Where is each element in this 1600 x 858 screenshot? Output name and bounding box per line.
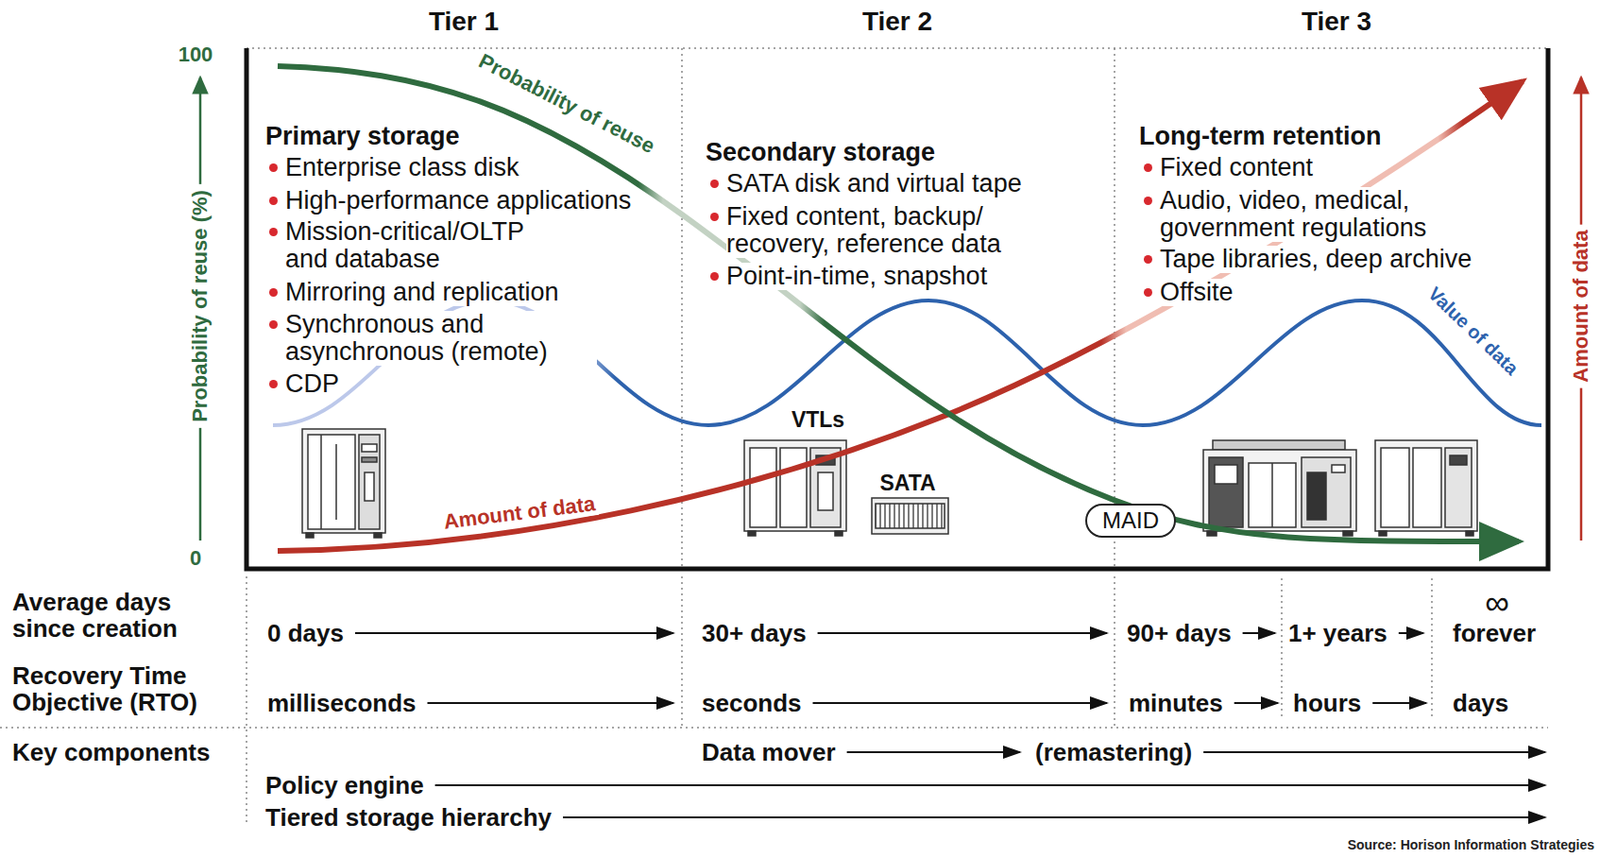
source-caption: Source: Horison Information Strategies [1347, 837, 1595, 852]
tier-heading: Tier 2 [862, 7, 933, 37]
curve-label: Amount of data [439, 492, 599, 534]
axis-title: Amount of data [1569, 223, 1593, 388]
infinity-symbol: ∞ [1484, 585, 1510, 620]
grid-line [0, 726, 1549, 729]
section-heading: Primary storage [265, 121, 460, 151]
axis-value: 100 [178, 43, 214, 67]
tier-divider [680, 48, 683, 569]
bullet-item: Tape libraries, deep archive [1159, 245, 1472, 273]
device-label: SATA [877, 471, 937, 495]
grid-line [245, 576, 248, 824]
timeline-arrow [1234, 701, 1278, 704]
value-of-data-curve [272, 300, 1542, 426]
axis-value: 0 [189, 546, 202, 570]
amount-of-data-curve [277, 81, 1523, 551]
timeline-value: 30+ days [701, 619, 807, 647]
curve-label: Value of data [1422, 280, 1525, 381]
primary-storage-array [302, 428, 386, 538]
timeline-value: forever [1452, 619, 1536, 647]
timeline-arrow [1242, 631, 1276, 634]
bullet-item: SATA disk and virtual tape [726, 170, 1022, 198]
archive-rack [1375, 440, 1478, 536]
node-text: MAID [1102, 507, 1159, 533]
sata-disk-array [871, 497, 949, 534]
bullet-item: Fixed content [1159, 153, 1313, 182]
timeline-arrow [1398, 631, 1424, 634]
timeline-value: 1+ years [1288, 619, 1388, 647]
timeline-arrow [1203, 750, 1546, 753]
device-label: VTLs [789, 408, 847, 432]
timeline-value: hours [1293, 689, 1362, 716]
bullet-item: Fixed content, backup/ recovery, referen… [726, 203, 1048, 258]
grid-line [1430, 578, 1433, 720]
component-label: Policy engine [265, 771, 425, 799]
timeline-value: seconds [701, 689, 802, 716]
section-heading: Long-term retention [1139, 121, 1382, 151]
frame-top [246, 47, 1549, 50]
bullet-item: Synchronous and asynchronous (remote) [285, 310, 597, 366]
timeline-value: 90+ days [1126, 619, 1232, 647]
chart-frame [246, 48, 1549, 569]
tier-heading: Tier 1 [428, 7, 499, 37]
tape-library [1203, 440, 1357, 536]
timeline-arrow [813, 701, 1108, 704]
timeline-arrow [562, 816, 1546, 818]
maid-oval: MAID [1085, 503, 1176, 539]
component-label: (remastering) [1035, 738, 1192, 766]
tier-divider [1113, 48, 1116, 569]
timeline-value: milliseconds [267, 689, 417, 716]
timeline-arrow [1372, 701, 1427, 704]
probability-of-reuse-curve [277, 66, 1519, 542]
row-heading: Recovery Time Objective (RTO) [12, 662, 230, 715]
timeline-arrow [847, 750, 1021, 753]
bullet-item: CDP [285, 370, 340, 398]
section-heading: Secondary storage [705, 137, 936, 167]
bullet-item: Point-in-time, snapshot [726, 262, 988, 290]
row-heading: Key components [12, 738, 211, 766]
row-heading: Average days since creation [12, 588, 216, 642]
component-label: Data mover [701, 738, 836, 766]
tier-heading: Tier 3 [1301, 7, 1372, 37]
timeline-value: minutes [1128, 689, 1224, 716]
bullet-item: Mirroring and replication [285, 278, 560, 307]
grid-line [680, 576, 683, 728]
grid-line [1280, 578, 1283, 720]
bullet-item: High-performance applications [285, 187, 631, 215]
timeline-value: 0 days [267, 619, 344, 647]
timeline-value: days [1452, 689, 1509, 716]
grid-line [1113, 576, 1116, 728]
timeline-arrow [817, 631, 1107, 634]
bullet-item: Audio, video, medical, government regula… [1159, 187, 1481, 242]
axis-title: Probability of reuse (%) [188, 184, 212, 428]
timeline-arrow [427, 701, 675, 704]
bullet-item: Mission-critical/OLTP and database [285, 218, 550, 273]
timeline-arrow [355, 631, 674, 634]
component-label: Tiered storage hierarchy [265, 803, 552, 831]
bullet-item: Offsite [1159, 278, 1234, 307]
timeline-arrow [435, 783, 1546, 786]
bullet-item: Enterprise class disk [285, 153, 520, 182]
